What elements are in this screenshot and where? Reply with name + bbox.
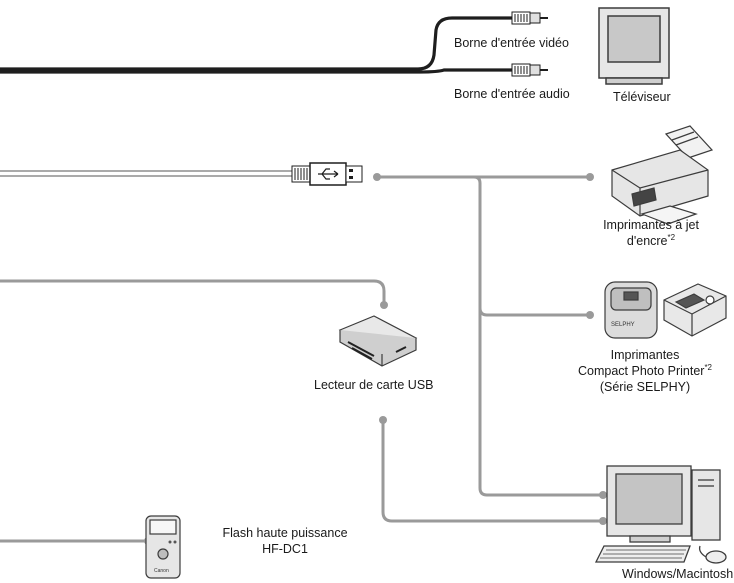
- selphy-brand-text: SELPHY: [611, 322, 635, 328]
- flash-label-line1: Flash haute puissance: [222, 526, 348, 540]
- audio-input-label: Borne d'entrée audio: [454, 87, 570, 101]
- rca-plug-audio: [511, 63, 548, 77]
- usb-cable: [0, 170, 292, 177]
- inkjet-label-line2: d'encre*2: [626, 232, 676, 248]
- compact-footnote: *2: [704, 362, 712, 372]
- card-reader-label: Lecteur de carte USB: [314, 378, 434, 392]
- flash-brand-text: Canon: [154, 568, 169, 574]
- flash-hf-dc1-icon: Canon: [145, 515, 181, 579]
- inkjet-printer-label: Imprimantes à jet d'encre*2: [576, 217, 726, 249]
- compact-label-line1: Imprimantes: [610, 348, 680, 362]
- compact-label-line2: Compact Photo Printer*2: [577, 362, 712, 378]
- inkjet-label-line1: Imprimantes à jet: [603, 218, 699, 232]
- video-input-label: Borne d'entrée vidéo: [454, 36, 569, 50]
- inkjet-footnote: *2: [667, 232, 676, 242]
- television-icon: [598, 7, 670, 85]
- compact-label-line3: (Série SELPHY): [599, 380, 691, 394]
- computer-icon: [594, 465, 727, 564]
- tv-label: Téléviseur: [613, 90, 671, 104]
- rca-plug-video: [511, 11, 548, 25]
- inkjet-printer-icon: [611, 125, 714, 225]
- usb-card-reader-icon: [338, 315, 418, 367]
- computer-label: Windows/Macintosh: [622, 567, 734, 581]
- connection-lines: [0, 175, 605, 543]
- flash-label-line2: HF-DC1: [262, 542, 308, 556]
- av-cable: [0, 16, 512, 74]
- compact-printer-label: Imprimantes Compact Photo Printer*2 (Sér…: [560, 347, 730, 395]
- flash-label: Flash haute puissance HF-DC1: [210, 525, 360, 557]
- compact-photo-printer-icon: SELPHY: [604, 281, 727, 339]
- usb-plug-icon: [291, 162, 363, 186]
